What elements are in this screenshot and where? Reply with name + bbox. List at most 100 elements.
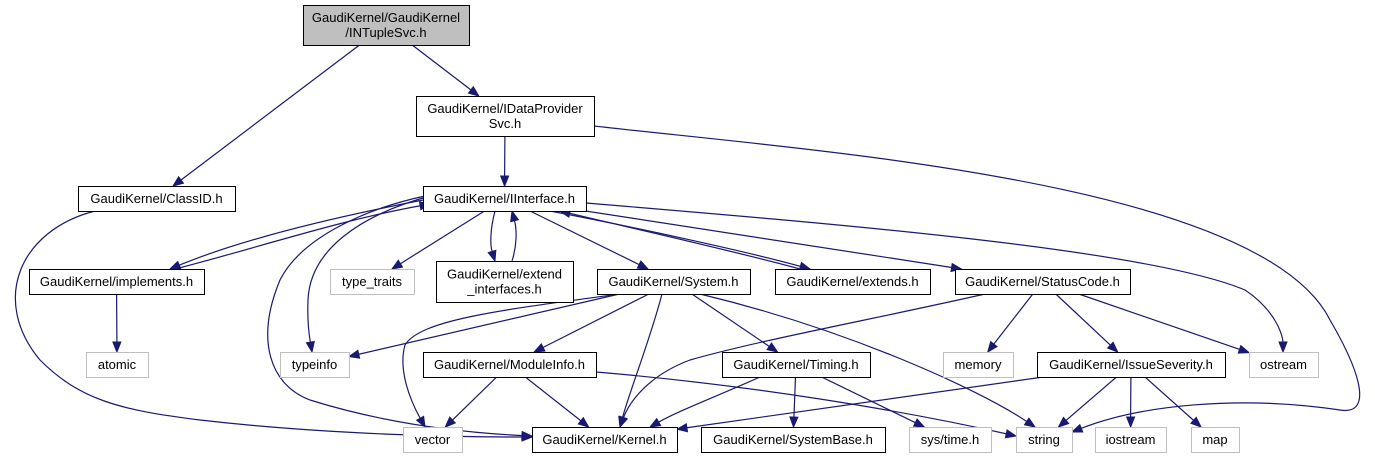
edge-issuesev-to-string — [1057, 376, 1117, 428]
node-implements[interactable]: GaudiKernel/implements.h — [29, 269, 205, 295]
node-statuscode[interactable]: GaudiKernel/StatusCode.h — [955, 269, 1131, 295]
edge-line — [402, 293, 621, 420]
node-extend-if[interactable]: GaudiKernel/extend_interfaces.h — [436, 261, 574, 303]
nodes-layer: GaudiKernel/GaudiKernel/INTupleSvc.hGaud… — [29, 5, 1319, 453]
edge-line — [699, 293, 1028, 423]
node-box — [86, 352, 149, 378]
node-box — [423, 352, 597, 378]
edge-classid-to-kernel — [14, 210, 534, 442]
node-box — [1095, 427, 1167, 453]
node-systime: sys/time.h — [909, 427, 992, 453]
arrowhead-icon — [986, 340, 998, 354]
node-label: GaudiKernel/SystemBase.h — [713, 432, 873, 447]
edge-system-to-string — [699, 293, 1037, 428]
node-box — [436, 261, 574, 303]
edge-line — [657, 376, 761, 424]
node-memory: memory — [943, 352, 1014, 378]
edge-line — [529, 210, 641, 266]
node-kernel[interactable]: GaudiKernel/Kernel.h — [532, 427, 678, 453]
edge-line — [549, 210, 802, 268]
node-label: GaudiKernel/IInterface.h — [434, 191, 575, 206]
arrowhead-icon — [619, 415, 629, 429]
node-box — [280, 352, 350, 378]
arrowhead-icon — [912, 418, 926, 428]
node-box — [532, 427, 678, 453]
node-label: map — [1202, 432, 1227, 447]
edge-timing-to-systime — [821, 376, 926, 428]
node-box — [909, 427, 992, 453]
node-moduleinfo[interactable]: GaudiKernel/ModuleInfo.h — [423, 352, 597, 378]
node-box — [701, 427, 886, 453]
arrowhead-icon — [171, 175, 185, 187]
node-extends[interactable]: GaudiKernel/extends.h — [775, 269, 931, 295]
node-classid[interactable]: GaudiKernel/ClassID.h — [78, 186, 236, 212]
node-label: GaudiKernel/ModuleInfo.h — [434, 357, 585, 372]
edge-line — [568, 212, 801, 270]
node-map: map — [1191, 427, 1240, 453]
node-ostream: ostream — [1249, 352, 1319, 378]
edge-line — [793, 376, 797, 419]
arrowhead-icon — [415, 415, 426, 429]
node-label: GaudiKernel/extends.h — [786, 274, 918, 289]
edge-line — [511, 219, 517, 262]
edge-issuesev-to-kernel — [675, 376, 1044, 433]
edge-idataprov-to-iinterface — [499, 135, 510, 188]
edge-extend_if-to-iinterface — [510, 209, 520, 262]
edge-line — [307, 195, 431, 344]
node-label: sys/time.h — [921, 432, 980, 447]
node-box — [955, 269, 1131, 295]
arrowhead-icon — [499, 175, 510, 188]
arrowhead-icon — [390, 259, 404, 270]
node-box — [330, 269, 415, 295]
edge-implements-to-atomic — [112, 293, 122, 354]
node-box — [78, 186, 236, 212]
edge-line — [585, 202, 1284, 344]
arrowhead-icon — [1125, 416, 1136, 429]
node-box — [29, 269, 205, 295]
edge-line — [1078, 293, 1241, 351]
node-box — [1037, 352, 1226, 378]
edge-line — [357, 293, 620, 356]
edge-line — [1064, 376, 1117, 422]
edge-line — [821, 376, 917, 424]
edge-iinterface-to-ostream — [585, 202, 1288, 354]
node-iinterface[interactable]: GaudiKernel/IInterface.h — [423, 186, 587, 212]
node-string: string — [1016, 427, 1073, 453]
node-label: _interfaces.h — [466, 282, 541, 297]
node-issuesev[interactable]: GaudiKernel/IssueSeverity.h — [1037, 352, 1226, 378]
node-label: typeinfo — [292, 357, 338, 372]
node-label: GaudiKernel/StatusCode.h — [965, 274, 1120, 289]
edge-issuesev-to-map — [1144, 376, 1203, 428]
edge-timing-to-systembase — [789, 376, 799, 429]
edge-iinterface-to-system — [529, 210, 650, 270]
edge-line — [1055, 293, 1112, 347]
node-vector: vector — [403, 427, 463, 453]
node-label: GaudiKernel/GaudiKernel — [312, 10, 460, 25]
arrowhead-icon — [1057, 416, 1070, 428]
edge-intuple-to-classid — [171, 44, 360, 187]
node-label: type_traits — [342, 274, 402, 289]
arrowhead-icon — [577, 416, 590, 428]
node-intuple[interactable]: GaudiKernel/GaudiKernel/INTupleSvc.h — [303, 5, 470, 46]
arrowhead-icon — [444, 416, 457, 428]
edge-line — [1144, 376, 1195, 422]
edge-line — [595, 371, 1008, 435]
edge-system-to-typeinfo — [347, 293, 620, 359]
edge-line — [451, 376, 498, 422]
node-label: GaudiKernel/System.h — [608, 274, 738, 289]
edge-iinterface-to-type_traits — [390, 210, 485, 270]
node-system[interactable]: GaudiKernel/System.h — [597, 269, 751, 295]
node-box — [597, 269, 751, 295]
edge-system-to-vector — [402, 293, 621, 429]
arrowhead-icon — [1070, 423, 1084, 433]
node-type-traits: type_traits — [330, 269, 415, 295]
edge-line — [685, 376, 1044, 429]
node-systembase[interactable]: GaudiKernel/SystemBase.h — [701, 427, 886, 453]
arrowhead-icon — [521, 430, 534, 441]
arrowhead-icon — [675, 423, 689, 433]
node-box — [303, 5, 470, 46]
node-timing[interactable]: GaudiKernel/Timing.h — [722, 352, 871, 378]
node-label: vector — [415, 432, 451, 447]
